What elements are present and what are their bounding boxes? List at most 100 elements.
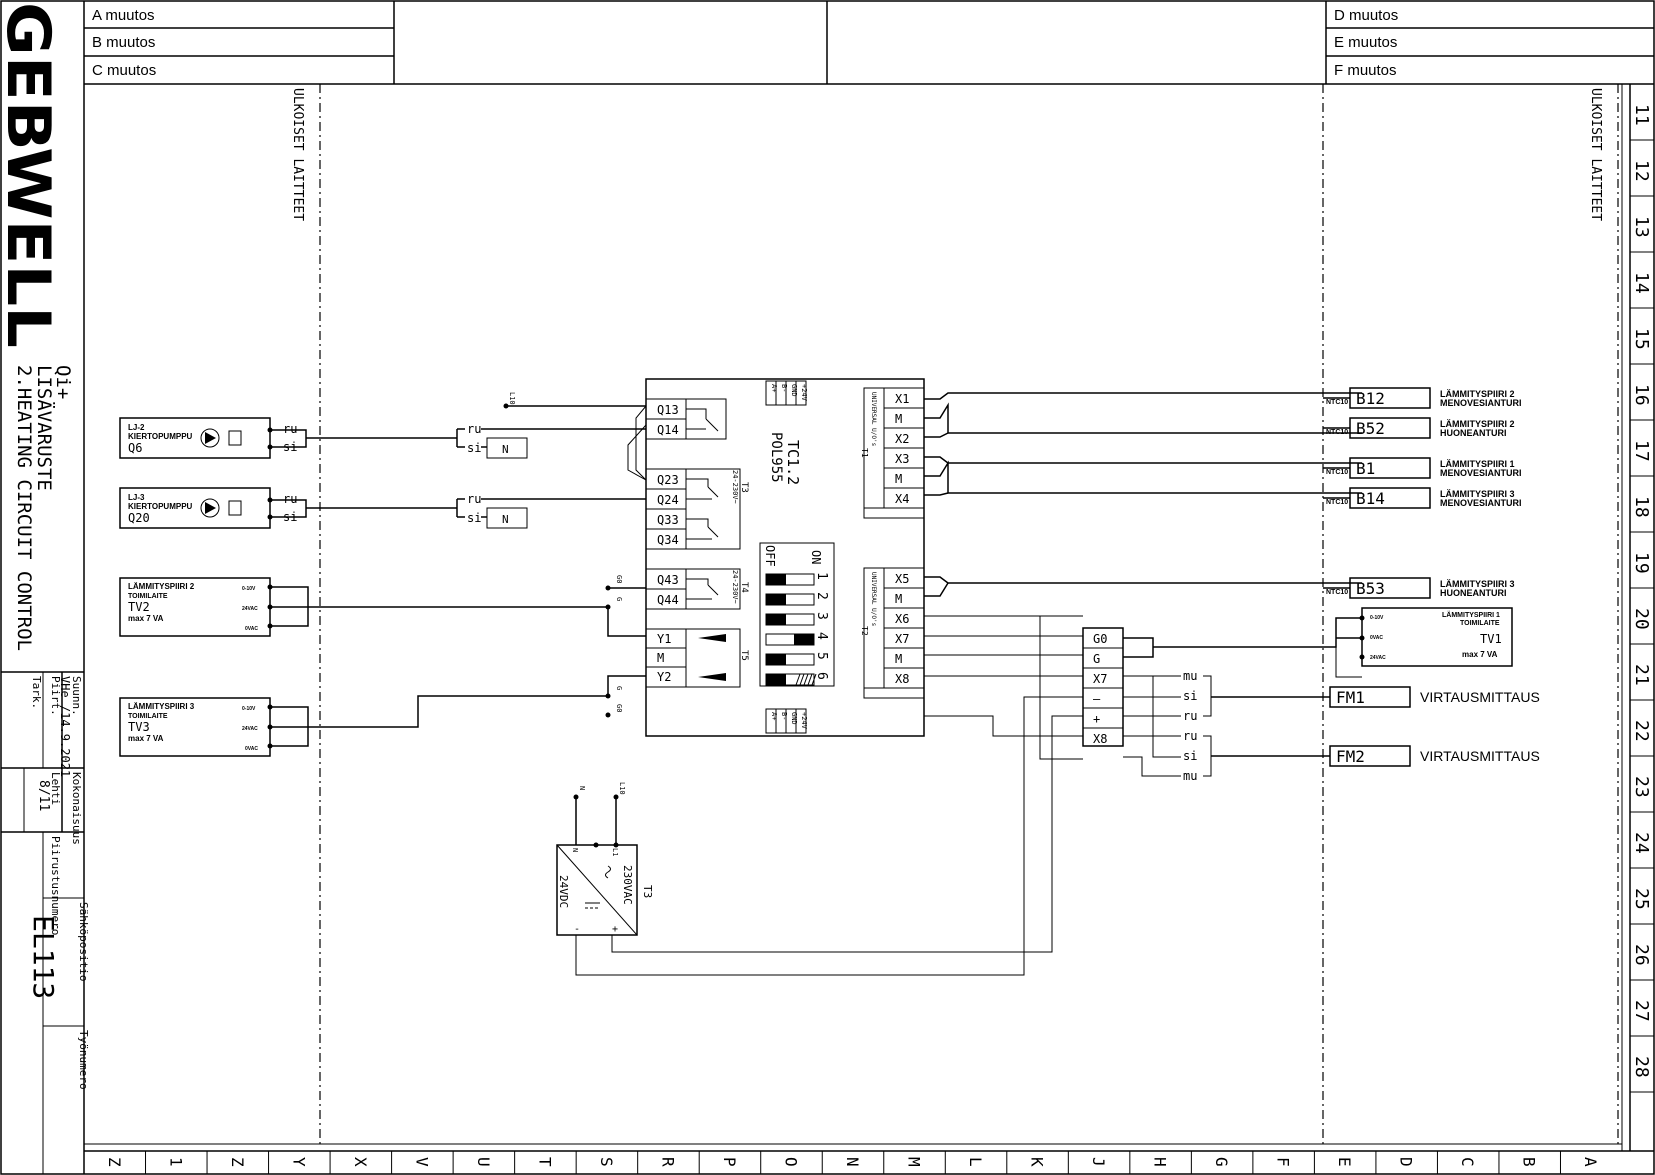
input-terminal-box bbox=[883, 407, 925, 429]
revision-d: D muutos bbox=[1334, 7, 1398, 24]
sensor-b14-type-label: MENOVESIANTURI bbox=[1440, 498, 1522, 508]
psu-output-voltage: 24VDC bbox=[557, 875, 570, 908]
flow-meter-bracket bbox=[1203, 735, 1212, 777]
zone-label-right: ULKOISET LAITTEET bbox=[1588, 88, 1603, 221]
dip-off-label: OFF bbox=[763, 545, 777, 567]
bus-bottom-bminus: B- bbox=[780, 712, 788, 720]
input-terminal-box bbox=[883, 587, 925, 609]
actuator-tv2-tag: TV2 bbox=[128, 600, 150, 614]
piirustusnumero-label: Piirustusnumero bbox=[49, 836, 62, 935]
relay-q13: Q13 bbox=[657, 403, 679, 417]
actuator-tv3-tag: TV3 bbox=[128, 720, 150, 734]
sensor-b1-type-label: MENOVESIANTURI bbox=[1440, 468, 1522, 478]
bus-bottom-24v: +24V bbox=[800, 712, 808, 730]
designer-date: VHe /14.9.2021 bbox=[58, 676, 72, 777]
kokonaisuus-label: Kokonaisuus bbox=[70, 772, 83, 845]
column-letter: R bbox=[658, 1157, 677, 1167]
universal-label-t2: UNIVERSAL U/O's bbox=[870, 572, 877, 627]
dip-switch-5-number: 5 bbox=[814, 652, 829, 660]
dc-symbol bbox=[585, 902, 600, 909]
output-y1: Y1 bbox=[657, 632, 671, 646]
column-letter: D bbox=[1397, 1157, 1416, 1167]
sensor-b12-type-label: MENOVESIANTURI bbox=[1440, 398, 1522, 408]
actuator-tv3-title: LÄMMITYSPIIRI 3 bbox=[128, 702, 195, 711]
actuator-tv2-power: max 7 VA bbox=[128, 614, 164, 623]
row-number-22: 22 bbox=[1631, 720, 1652, 742]
row-number-26: 26 bbox=[1631, 944, 1652, 966]
flow-meter-wire-si: si bbox=[1183, 749, 1197, 763]
column-letter: U bbox=[474, 1157, 493, 1167]
pump-q20-wire-ru: ru bbox=[467, 492, 481, 506]
relay-q14: Q14 bbox=[657, 423, 679, 437]
column-letter: A bbox=[1581, 1157, 1600, 1167]
terminal-1: G bbox=[1093, 652, 1100, 666]
sensor-type: NTC10 bbox=[1326, 589, 1348, 596]
pump-q20: LJ-3 KIERTOPUMPPU Q20 ru si N ru si bbox=[119, 487, 528, 529]
dip-switch-6-number: 6 bbox=[814, 672, 829, 680]
input-terminal-x5: X5 bbox=[895, 572, 909, 586]
title-block: GEBWELL Qi+ LISÄVARUSTE 2.HEATING CIRCUI… bbox=[0, 2, 90, 1174]
tyonumero-label: Työnumero bbox=[77, 1030, 90, 1090]
column-letter: N bbox=[843, 1157, 862, 1167]
tv2-g-label: G bbox=[615, 597, 623, 601]
output-m: M bbox=[657, 651, 664, 665]
relay-group-2-rating: 24-230V~ bbox=[731, 470, 739, 504]
pump-q20-wire-si: si bbox=[467, 511, 481, 525]
column-letter: M bbox=[905, 1157, 924, 1167]
tv3-g0-label: G0 bbox=[615, 704, 623, 712]
bus-top-24v: +24V bbox=[800, 384, 808, 402]
pump-q20-tag: Q20 bbox=[128, 511, 150, 525]
bus-connector-top: A+ B- GND +24V bbox=[765, 380, 808, 406]
project-name: Qi+ bbox=[52, 365, 74, 399]
row-number-25: 25 bbox=[1631, 888, 1652, 910]
sensor-b1-box bbox=[1349, 457, 1431, 479]
sensor-b12-box bbox=[1349, 387, 1431, 409]
column-letter: P bbox=[720, 1157, 739, 1167]
dip-hatch bbox=[811, 673, 817, 686]
sensor-b14-circuit: LÄMMITYSPIIRI 3 bbox=[1440, 489, 1515, 499]
row-number-23: 23 bbox=[1631, 776, 1652, 798]
actuator-tv1-sub: TOIMILAITE bbox=[1460, 620, 1500, 627]
column-letter: F bbox=[1274, 1157, 1293, 1167]
pump-q20-symbol bbox=[200, 498, 220, 518]
sensor-b12-tag: B12 bbox=[1356, 389, 1385, 408]
flow-meter-wire-mu: mu bbox=[1183, 669, 1197, 683]
actuator-tv2: LÄMMITYSPIIRI 2 TOIMILAITE TV2 max 7 VA … bbox=[119, 577, 271, 637]
input-terminal-x6: X6 bbox=[895, 612, 909, 626]
actuator-tv1-title: LÄMMITYSPIIRI 1 bbox=[1442, 611, 1500, 619]
actuator-tv3-pin-1: 0-10V bbox=[242, 706, 256, 712]
pump-q6-ru: ru bbox=[283, 422, 297, 436]
actuator-tv3-sub: TOIMILAITE bbox=[128, 713, 168, 720]
pump-q20-neutral-label: N bbox=[502, 513, 509, 526]
dip-on-label: ON bbox=[809, 550, 823, 564]
tark-label: Tark. bbox=[30, 676, 43, 709]
flow-meter-fm1-tag: FM1 bbox=[1336, 688, 1365, 707]
dip-hatch bbox=[807, 673, 813, 686]
dip-switch-5-knob bbox=[766, 654, 786, 665]
tv3-g-label: G bbox=[615, 686, 623, 690]
sensor-type: NTC10 bbox=[1326, 469, 1348, 476]
input-terminal-x8: X8 bbox=[895, 672, 909, 686]
bus-top-gnd: GND bbox=[790, 384, 798, 397]
input-terminal-box bbox=[883, 667, 925, 689]
flow-meter-fm2-tag: FM2 bbox=[1336, 747, 1365, 766]
relay-q34: Q34 bbox=[657, 533, 679, 547]
analog-outputs-y1-y2: Y1 M Y2 T5 bbox=[645, 628, 749, 688]
pump-q6-symbol bbox=[200, 428, 220, 448]
actuator-tv3-pin-3: 0VAC bbox=[245, 746, 258, 752]
dip-switch-3-number: 3 bbox=[814, 612, 829, 620]
relay-block-q43-q44: Q43 Q44 24-230V~ T4 bbox=[645, 568, 749, 610]
actuator-tv1: LÄMMITYSPIIRI 1 TOIMILAITE TV1 max 7 VA … bbox=[1361, 607, 1513, 667]
sahkopositio-label: Sähköpositio bbox=[77, 902, 90, 981]
row-number-27: 27 bbox=[1631, 1000, 1652, 1022]
sensor-b52-box bbox=[1349, 417, 1431, 439]
relay-group-2-terminal: T3 bbox=[739, 482, 749, 493]
actuator-tv1-pin-1: 0-10V bbox=[1370, 615, 1384, 621]
actuator-tv1-pin-3: 24VAC bbox=[1370, 655, 1386, 661]
sensor-b52-type-label: HUONEANTURI bbox=[1440, 428, 1507, 438]
revision-e: E muutos bbox=[1334, 34, 1397, 51]
actuator-tv3: LÄMMITYSPIIRI 3 TOIMILAITE TV3 max 7 VA … bbox=[119, 697, 271, 757]
pump-q20-neutral bbox=[486, 507, 528, 529]
pump-q20-relay-coil bbox=[228, 500, 242, 516]
